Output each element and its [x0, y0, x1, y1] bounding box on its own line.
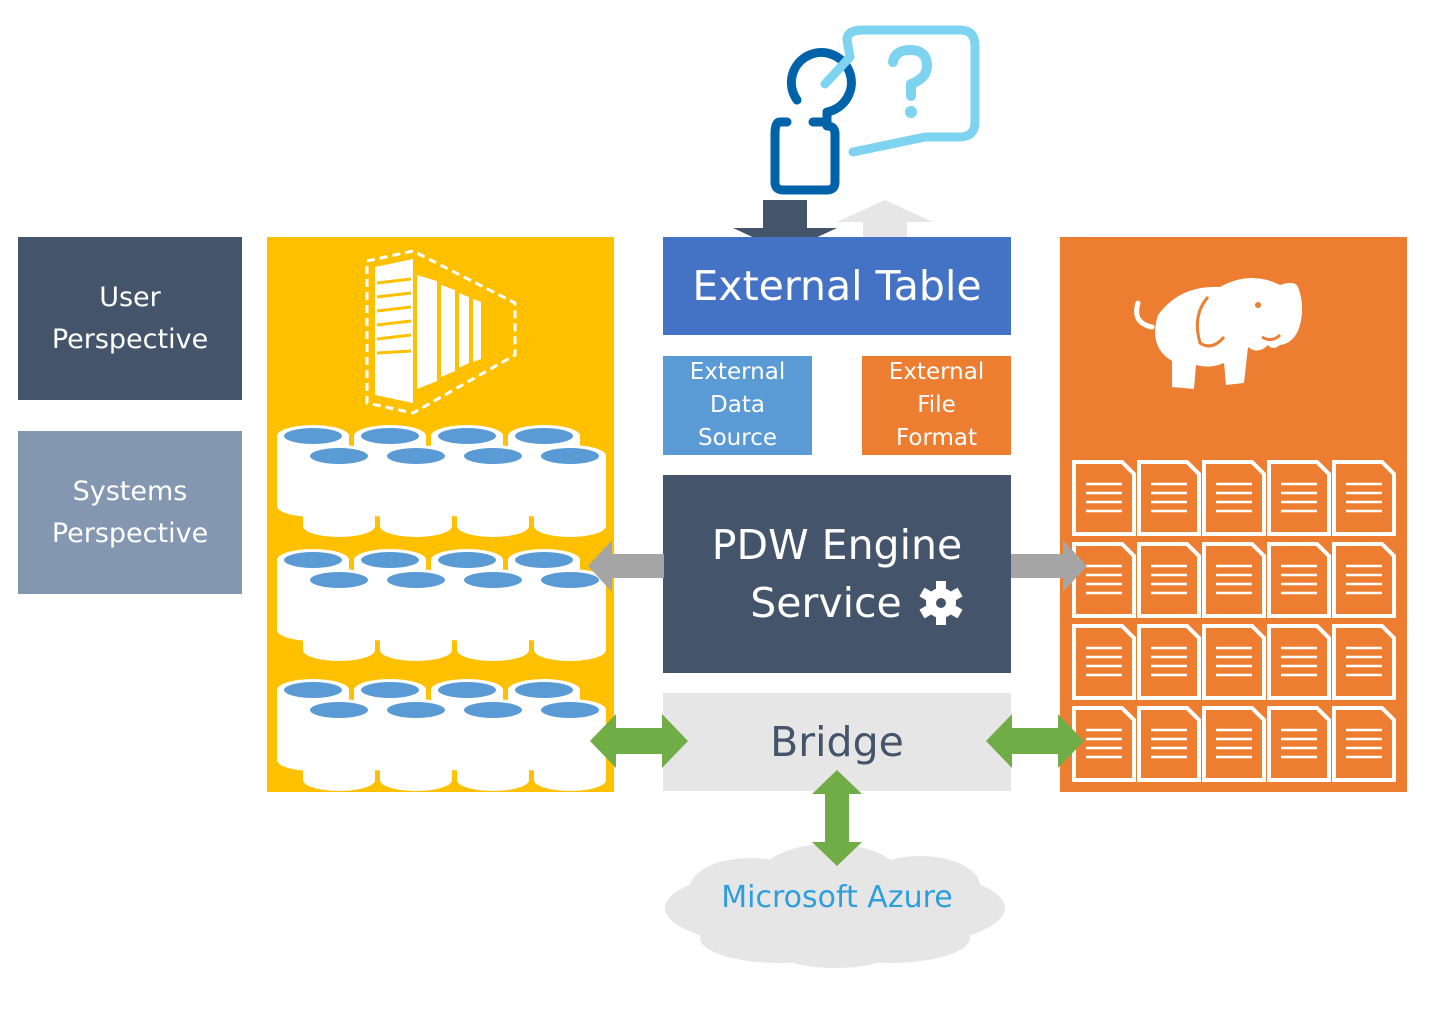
- hadoop-elephant-icon: [1134, 277, 1303, 389]
- document-file-icon: [1137, 706, 1201, 782]
- bridge-label: Bridge: [770, 718, 904, 766]
- document-file-icon: [1267, 460, 1331, 536]
- database-cylinder-icon: [380, 699, 452, 791]
- document-file-icon: [1332, 542, 1396, 618]
- database-cylinder-icon: [303, 699, 375, 791]
- document-file-icon: [1332, 624, 1396, 700]
- database-cylinder-icon: [534, 569, 606, 661]
- document-file-icon: [1332, 706, 1396, 782]
- document-file-icon: [1267, 542, 1331, 618]
- gear-icon: [919, 581, 963, 625]
- document-file-icon: [1267, 624, 1331, 700]
- external-file-format-line3: Format: [895, 425, 978, 451]
- external-file-format-line2: File: [917, 392, 956, 418]
- document-file-icon: [1072, 542, 1136, 618]
- pdw-engine-service-box: PDW Engine Service: [663, 475, 1011, 673]
- database-cylinder-icon: [303, 569, 375, 661]
- external-data-source-line1: External: [689, 359, 786, 385]
- legend-user-perspective-label: User Perspective: [51, 281, 209, 355]
- database-cylinder-icon: [457, 445, 529, 537]
- legend-user-perspective: User Perspective: [18, 237, 242, 400]
- document-file-icon: [1202, 706, 1266, 782]
- external-data-source-line3: Source: [698, 425, 777, 451]
- document-file-icon: [1202, 542, 1266, 618]
- external-table-label: External Table: [692, 262, 982, 310]
- external-file-format-line1: External: [888, 359, 985, 385]
- document-file-icon: [1072, 460, 1136, 536]
- document-file-icon: [1332, 460, 1396, 536]
- database-cylinder-icon: [303, 445, 375, 537]
- document-file-icon: [1072, 624, 1136, 700]
- up-arrow-icon: [837, 200, 933, 252]
- legend-systems-perspective-label: Systems Perspective: [51, 475, 209, 549]
- document-file-icon: [1267, 706, 1331, 782]
- user-question-icon: [770, 25, 980, 195]
- pdw-engine-label-line2: Service: [750, 579, 902, 627]
- database-cylinder-icon: [457, 569, 529, 661]
- document-file-icon: [1202, 624, 1266, 700]
- file-grid: [1072, 460, 1396, 782]
- external-table-box: External Table: [663, 237, 1011, 335]
- gray-arrow-left-icon: [588, 540, 664, 592]
- server-rack-icon: [365, 249, 517, 415]
- gray-arrow-right-icon: [1011, 540, 1087, 592]
- database-cylinder-icon: [534, 445, 606, 537]
- database-cylinder-icon: [380, 445, 452, 537]
- cloud-icon: [665, 844, 1005, 968]
- green-double-arrow-bridge-azure: [812, 770, 862, 866]
- document-file-icon: [1137, 460, 1201, 536]
- database-cylinder-icon: [380, 569, 452, 661]
- document-file-icon: [1137, 542, 1201, 618]
- external-data-source-line2: Data: [710, 392, 765, 418]
- external-data-source-box: External Data Source: [663, 356, 812, 455]
- green-double-arrow-bridge-hadoop: [986, 714, 1084, 768]
- azure-label: Microsoft Azure: [721, 880, 953, 915]
- document-file-icon: [1072, 706, 1136, 782]
- document-file-icon: [1202, 460, 1266, 536]
- green-double-arrow-pdw-bridge: [590, 714, 688, 768]
- legend-systems-perspective: Systems Perspective: [18, 431, 242, 594]
- pdw-engine-label-line1: PDW Engine: [711, 521, 963, 569]
- document-file-icon: [1137, 624, 1201, 700]
- database-grid: [277, 425, 606, 791]
- database-cylinder-icon: [457, 699, 529, 791]
- external-file-format-box: External File Format: [862, 356, 1011, 455]
